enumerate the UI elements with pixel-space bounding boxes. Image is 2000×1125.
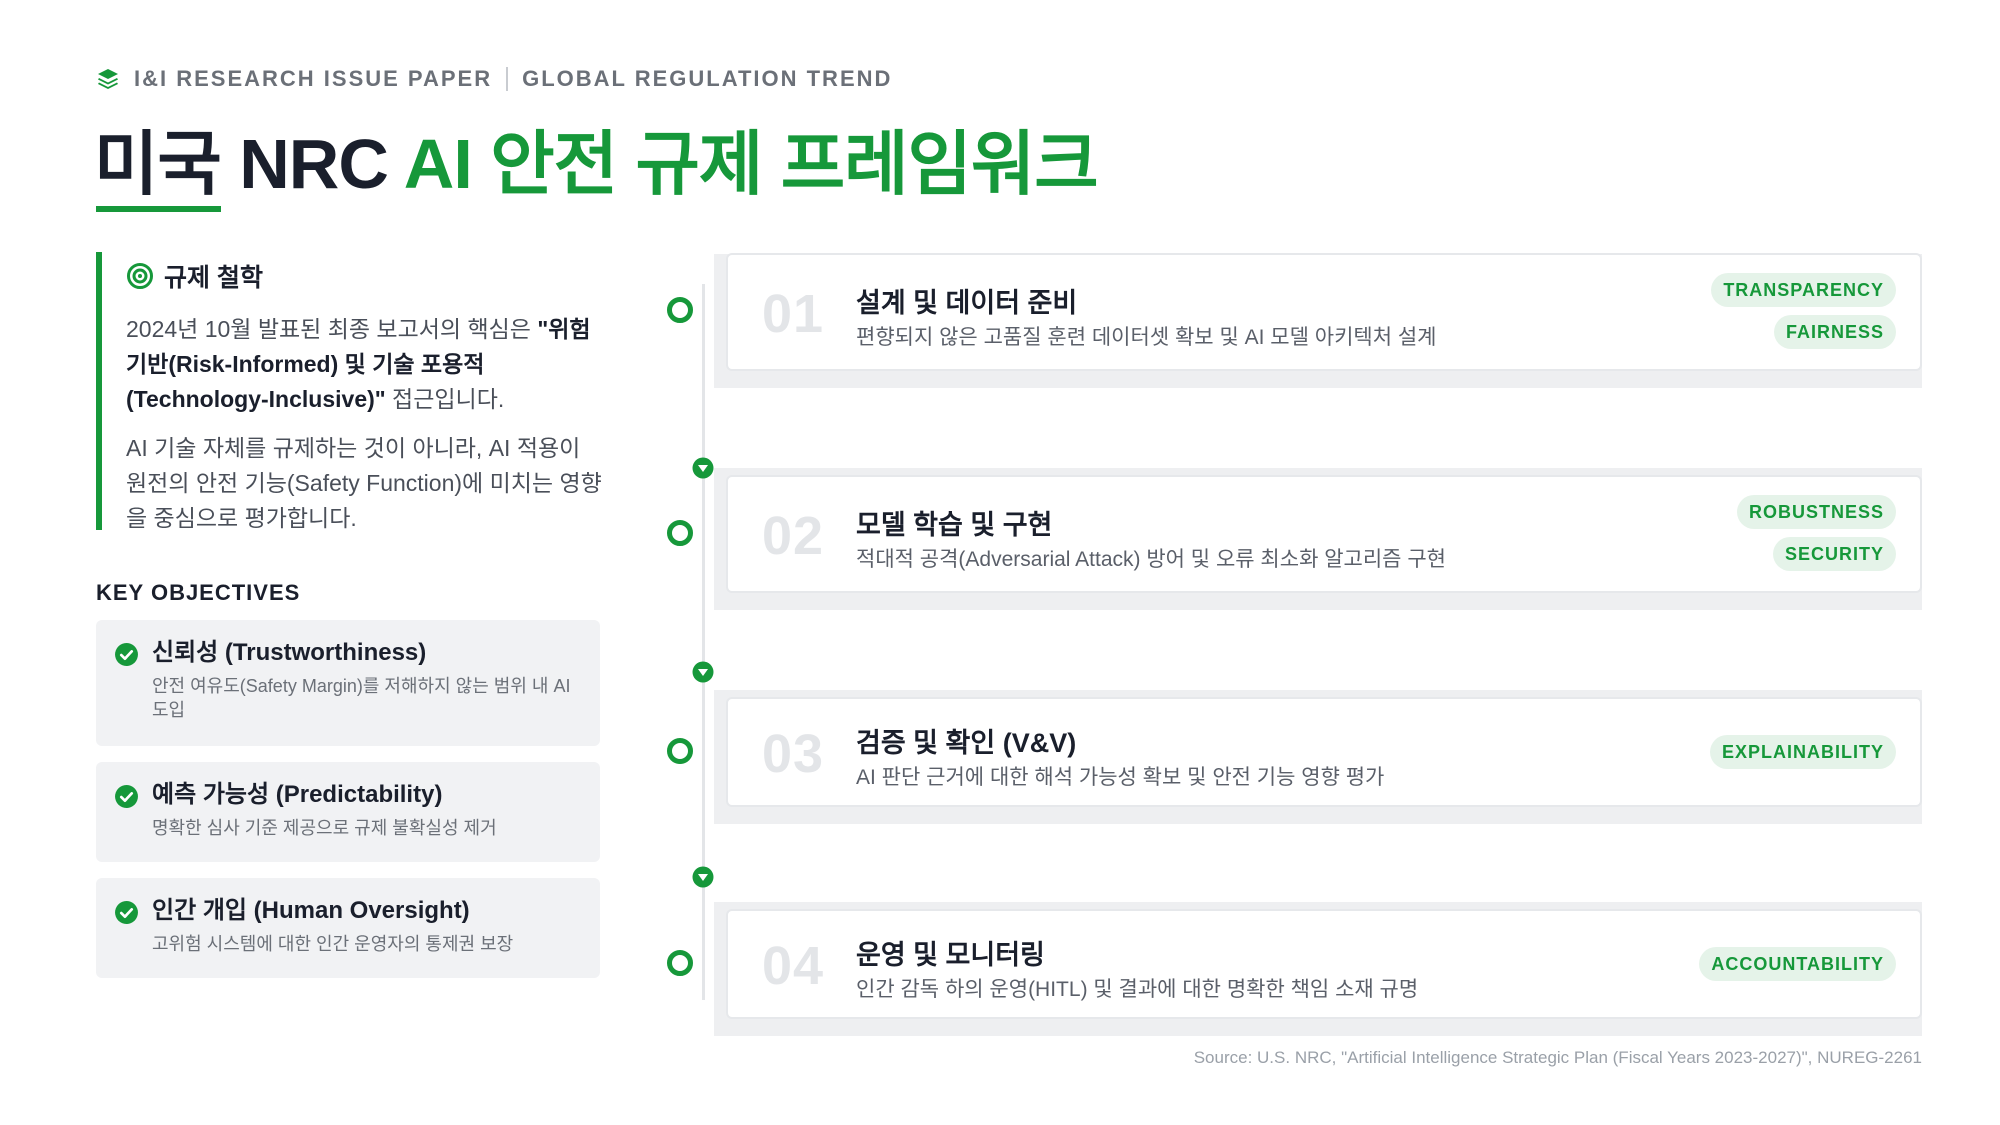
- page-title: 미국 NRC AI 안전 규제 프레임워크: [94, 108, 1099, 209]
- tag-badge: TRANSPARENCY: [1711, 273, 1896, 307]
- step-tags: ROBUSTNESS SECURITY: [1736, 495, 1896, 571]
- tag-badge: EXPLAINABILITY: [1709, 735, 1896, 769]
- step-description: 인간 감독 하의 운영(HITL) 및 결과에 대한 명확한 책임 소재 규명: [856, 978, 1419, 1001]
- step-title: 모델 학습 및 구현: [856, 510, 1053, 540]
- philosophy-p1-bold: "위험 기반(Risk-Informed) 및 기술 포용적 (Technolo…: [126, 316, 591, 412]
- check-circle-icon: [115, 643, 138, 666]
- philosophy-title: 규제 철학: [164, 264, 263, 292]
- tag-badge: FAIRNESS: [1773, 315, 1896, 349]
- step-number: 01: [762, 284, 825, 344]
- step-card: 04 운영 및 모니터링 인간 감독 하의 운영(HITL) 및 결과에 대한 …: [726, 909, 1922, 1019]
- timeline-line: [702, 284, 705, 1000]
- philosophy-section: 규제 철학 2024년 10월 발표된 최종 보고서의 핵심은 "위험 기반(R…: [96, 252, 606, 531]
- title-accent: AI 안전 규제 프레임워크: [403, 125, 1099, 203]
- step-title: 운영 및 모니터링: [856, 940, 1045, 970]
- check-circle-icon: [115, 901, 138, 924]
- step-card: 03 검증 및 확인 (V&V) AI 판단 근거에 대한 해석 가능성 확보 …: [726, 697, 1922, 807]
- step-number: 04: [762, 936, 825, 996]
- tag-badge: ROBUSTNESS: [1736, 495, 1896, 529]
- step-tags: TRANSPARENCY FAIRNESS: [1711, 273, 1896, 349]
- objectives-heading: KEY OBJECTIVES: [96, 580, 301, 605]
- circle-node-icon: [667, 520, 693, 546]
- step-tags: EXPLAINABILITY: [1709, 735, 1896, 769]
- step-description: AI 판단 근거에 대한 해석 가능성 확보 및 안전 기능 영향 평가: [856, 766, 1385, 789]
- check-circle-icon: [115, 785, 138, 808]
- circle-node-icon: [667, 738, 693, 764]
- philosophy-paragraph-1: 2024년 10월 발표된 최종 보고서의 핵심은 "위험 기반(Risk-In…: [126, 312, 606, 417]
- philosophy-heading: 규제 철학: [126, 258, 606, 294]
- arrow-down-circle-icon: [692, 661, 714, 683]
- target-icon: [127, 263, 153, 289]
- objective-desc: 명확한 심사 기준 제공으로 규제 불확실성 제거: [152, 818, 497, 838]
- step-tags: ACCOUNTABILITY: [1699, 947, 1896, 981]
- step-number: 02: [762, 506, 825, 566]
- tag-badge: SECURITY: [1772, 537, 1896, 571]
- step-description: 편향되지 않은 고품질 훈련 데이터셋 확보 및 AI 모델 아키텍처 설계: [856, 326, 1437, 349]
- arrow-down-circle-icon: [692, 457, 714, 479]
- step-title: 설계 및 데이터 준비: [856, 288, 1078, 318]
- objective-title: 인간 개입 (Human Oversight): [152, 897, 470, 924]
- source-note: Source: U.S. NRC, "Artificial Intelligen…: [1193, 1048, 1922, 1067]
- objective-card: 신뢰성 (Trustworthiness) 안전 여유도(Safety Marg…: [96, 620, 600, 746]
- header-line: I&I RESEARCH ISSUE PAPER GLOBAL REGULATI…: [96, 66, 892, 92]
- objective-desc: 안전 여유도(Safety Margin)를 저해하지 않는 범위 내 AI 도…: [152, 676, 571, 720]
- tag-badge: ACCOUNTABILITY: [1699, 947, 1896, 981]
- objective-title: 신뢰성 (Trustworthiness): [152, 639, 427, 666]
- step-number: 03: [762, 724, 825, 784]
- circle-node-icon: [667, 297, 693, 323]
- header-left-label: I&I RESEARCH ISSUE PAPER: [134, 66, 493, 91]
- objective-card: 인간 개입 (Human Oversight) 고위험 시스템에 대한 인간 운…: [96, 878, 600, 978]
- philosophy-paragraph-2: AI 기술 자체를 규제하는 것이 아니라, AI 적용이 원전의 안전 기능(…: [126, 435, 602, 531]
- header-divider: [506, 67, 509, 91]
- philosophy-p1-end: 접근입니다.: [385, 386, 505, 412]
- objective-title: 예측 가능성 (Predictability): [152, 781, 443, 808]
- title-underline: [96, 206, 221, 212]
- step-title: 검증 및 확인 (V&V): [856, 728, 1077, 758]
- objective-card: 예측 가능성 (Predictability) 명확한 심사 기준 제공으로 규…: [96, 762, 600, 862]
- step-description: 적대적 공격(Adversarial Attack) 방어 및 오류 최소화 알…: [856, 548, 1446, 571]
- title-prefix: 미국 NRC: [94, 125, 404, 203]
- arrow-down-circle-icon: [692, 866, 714, 888]
- objective-desc: 고위험 시스템에 대한 인간 운영자의 통제권 보장: [152, 934, 514, 954]
- header-right-label: GLOBAL REGULATION TREND: [522, 66, 893, 91]
- philosophy-p1-text: 2024년 10월 발표된 최종 보고서의 핵심은: [126, 316, 538, 342]
- layers-icon: [98, 69, 118, 89]
- circle-node-icon: [667, 950, 693, 976]
- step-card: 02 모델 학습 및 구현 적대적 공격(Adversarial Attack)…: [726, 475, 1922, 593]
- step-card: 01 설계 및 데이터 준비 편향되지 않은 고품질 훈련 데이터셋 확보 및 …: [726, 253, 1922, 371]
